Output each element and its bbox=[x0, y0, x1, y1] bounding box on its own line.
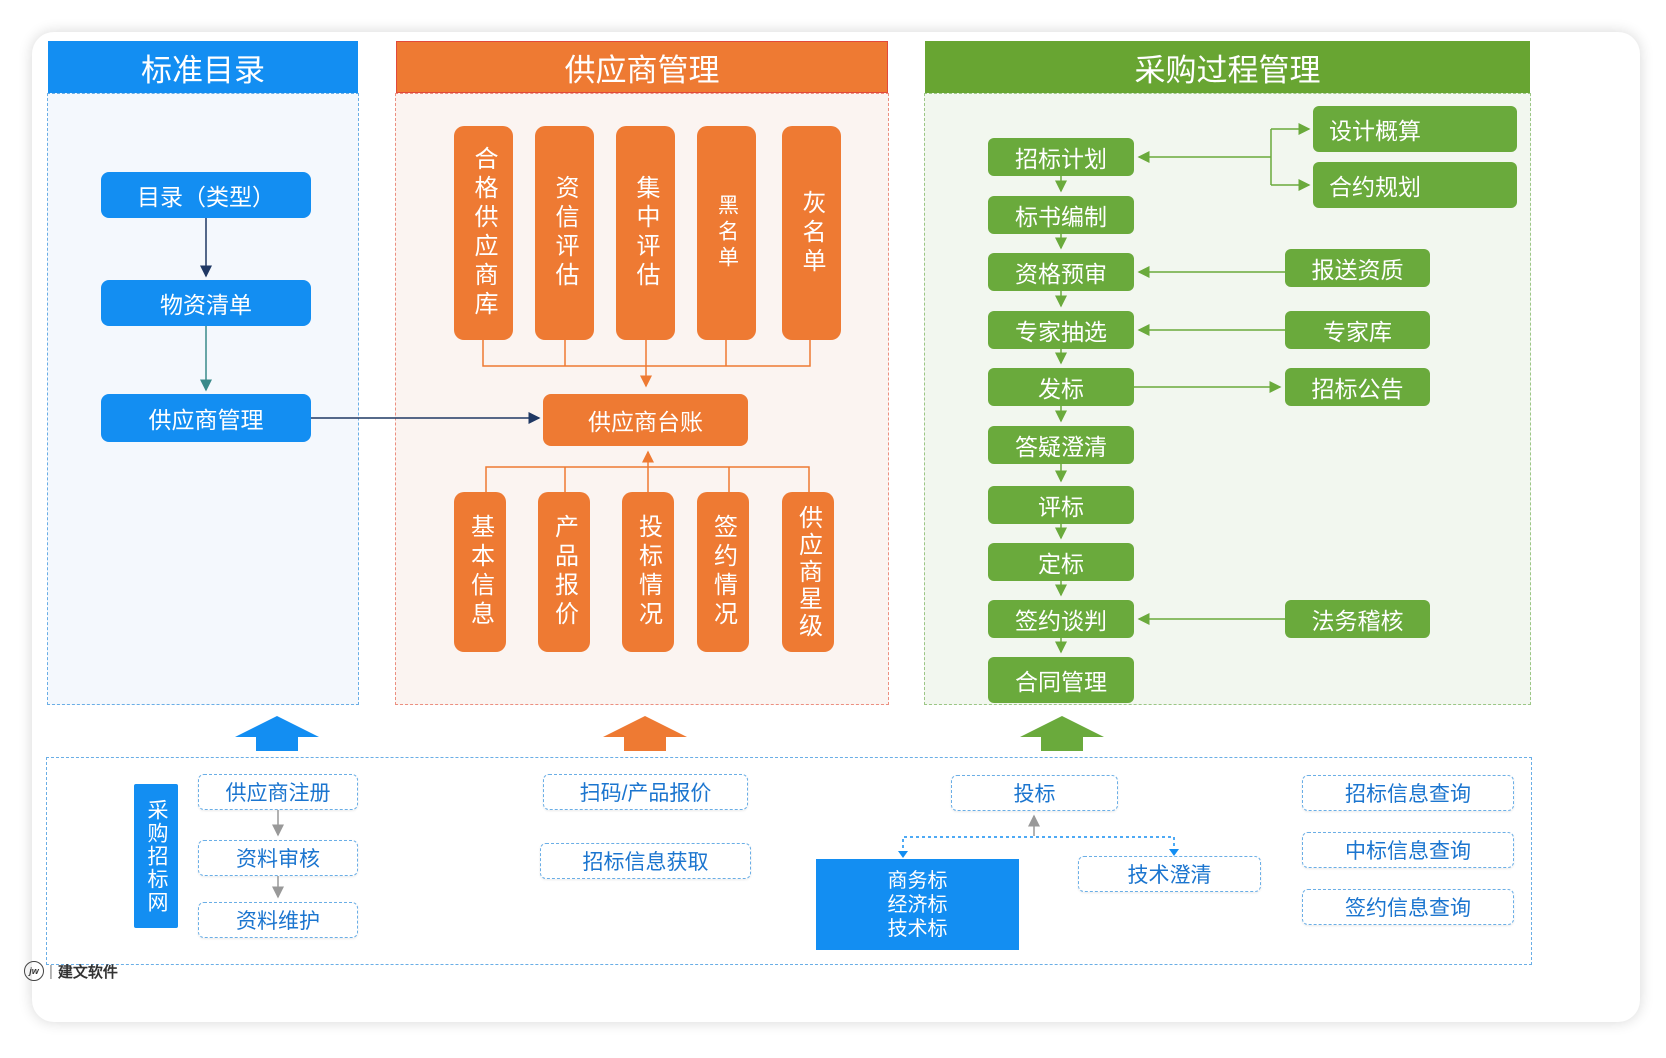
data-review-tag: 资料审核 bbox=[198, 840, 358, 876]
portal-label-box: 采购招标网 bbox=[134, 784, 178, 928]
step-bid-docs: 标书编制 bbox=[988, 196, 1134, 234]
bid-split-arrow-left bbox=[898, 851, 908, 858]
up-arrow-orange bbox=[603, 716, 687, 751]
business-bid-label: 商务标 bbox=[887, 869, 948, 892]
qualified-supplier-box: 合格供应商库 bbox=[454, 126, 513, 340]
supplier-bottom-tree bbox=[485, 450, 810, 492]
step-negotiate: 签约谈判 bbox=[988, 600, 1134, 638]
procurement-side-links bbox=[1134, 123, 1311, 625]
credit-eval-box: 资信评估 bbox=[535, 126, 594, 340]
brand-logo: jw | 建文软件 bbox=[24, 960, 118, 982]
up-arrow-green bbox=[1020, 716, 1104, 751]
bid-status-box: 投标情况 bbox=[622, 492, 674, 652]
legal-audit-box: 法务稽核 bbox=[1285, 600, 1430, 638]
credit-eval-label: 资信评估 bbox=[551, 175, 578, 291]
economic-bid-label: 经济标 bbox=[887, 893, 948, 916]
material-list-box: 物资清单 bbox=[101, 280, 311, 326]
catalog-header: 标准目录 bbox=[48, 41, 358, 93]
up-arrow-blue bbox=[235, 716, 319, 751]
technical-bid-label: 技术标 bbox=[887, 917, 948, 940]
supplier-ledger-box: 供应商台账 bbox=[543, 394, 748, 446]
central-eval-label: 集中评估 bbox=[632, 175, 659, 291]
tender-info-tag: 招标信息获取 bbox=[540, 843, 751, 879]
procurement-title: 采购过程管理 bbox=[1134, 52, 1321, 88]
supplier-rating-box: 供应商星级 bbox=[782, 492, 834, 652]
sign-status-box: 签约情况 bbox=[697, 492, 749, 652]
basic-info-box: 基本信息 bbox=[454, 492, 506, 652]
step-issue-bid: 发标 bbox=[988, 368, 1134, 406]
brand-name: 建文软件 bbox=[57, 963, 118, 981]
brand-logo-mark: jw bbox=[24, 961, 44, 981]
supplier-title: 供应商管理 bbox=[564, 52, 720, 88]
step-contract: 合同管理 bbox=[988, 657, 1134, 703]
supplier-header: 供应商管理 bbox=[396, 41, 888, 93]
design-estimate-box: 设计概算 bbox=[1313, 106, 1517, 152]
procurement-header: 采购过程管理 bbox=[925, 41, 1530, 93]
step-tender-plan: 招标计划 bbox=[988, 138, 1134, 176]
award-query-tag: 中标信息查询 bbox=[1302, 832, 1514, 868]
step-expert-select: 专家抽选 bbox=[988, 311, 1134, 349]
tech-clarify-tag: 技术澄清 bbox=[1078, 856, 1261, 892]
step-award: 定标 bbox=[988, 543, 1134, 581]
step-prequal: 资格预审 bbox=[988, 253, 1134, 291]
bid-split-lines bbox=[902, 836, 1175, 854]
graylist-label: 灰名单 bbox=[798, 189, 825, 277]
supplier-top-tree bbox=[482, 340, 811, 388]
sign-query-tag: 签约信息查询 bbox=[1302, 889, 1514, 925]
step-evaluate: 评标 bbox=[988, 486, 1134, 524]
qualified-supplier-label: 合格供应商库 bbox=[470, 146, 497, 320]
step-qa-clarify: 答疑澄清 bbox=[988, 426, 1134, 464]
submit-qualification-box: 报送资质 bbox=[1285, 249, 1430, 287]
supplier-rating-label: 供应商星级 bbox=[794, 504, 822, 640]
contract-plan-box: 合约规划 bbox=[1313, 162, 1517, 208]
catalog-type-box: 目录（类型） bbox=[101, 172, 311, 218]
tender-notice-box: 招标公告 bbox=[1285, 368, 1430, 406]
data-maintain-tag: 资料维护 bbox=[198, 902, 358, 938]
central-eval-box: 集中评估 bbox=[616, 126, 675, 340]
bid-split-arrow-right bbox=[1169, 849, 1179, 856]
product-quote-label: 产品报价 bbox=[550, 514, 578, 630]
blacklist-label: 黑名单 bbox=[715, 194, 739, 272]
catalog-supplier-box: 供应商管理 bbox=[101, 394, 311, 442]
supplier-register-tag: 供应商注册 bbox=[198, 774, 358, 810]
blacklist-box: 黑名单 bbox=[697, 126, 756, 340]
bid-tag: 投标 bbox=[951, 775, 1118, 811]
scan-quote-tag: 扫码/产品报价 bbox=[543, 774, 748, 810]
expert-pool-box: 专家库 bbox=[1285, 311, 1430, 349]
portal-label: 采购招标网 bbox=[145, 798, 168, 914]
graylist-box: 灰名单 bbox=[782, 126, 841, 340]
product-quote-box: 产品报价 bbox=[538, 492, 590, 652]
tender-query-tag: 招标信息查询 bbox=[1302, 775, 1514, 811]
sign-status-label: 签约情况 bbox=[709, 514, 737, 630]
bid-types-box: 商务标 经济标 技术标 bbox=[816, 859, 1019, 950]
basic-info-label: 基本信息 bbox=[466, 514, 494, 630]
brand-divider: | bbox=[49, 962, 53, 980]
bid-status-label: 投标情况 bbox=[634, 514, 662, 630]
catalog-title: 标准目录 bbox=[141, 52, 265, 88]
